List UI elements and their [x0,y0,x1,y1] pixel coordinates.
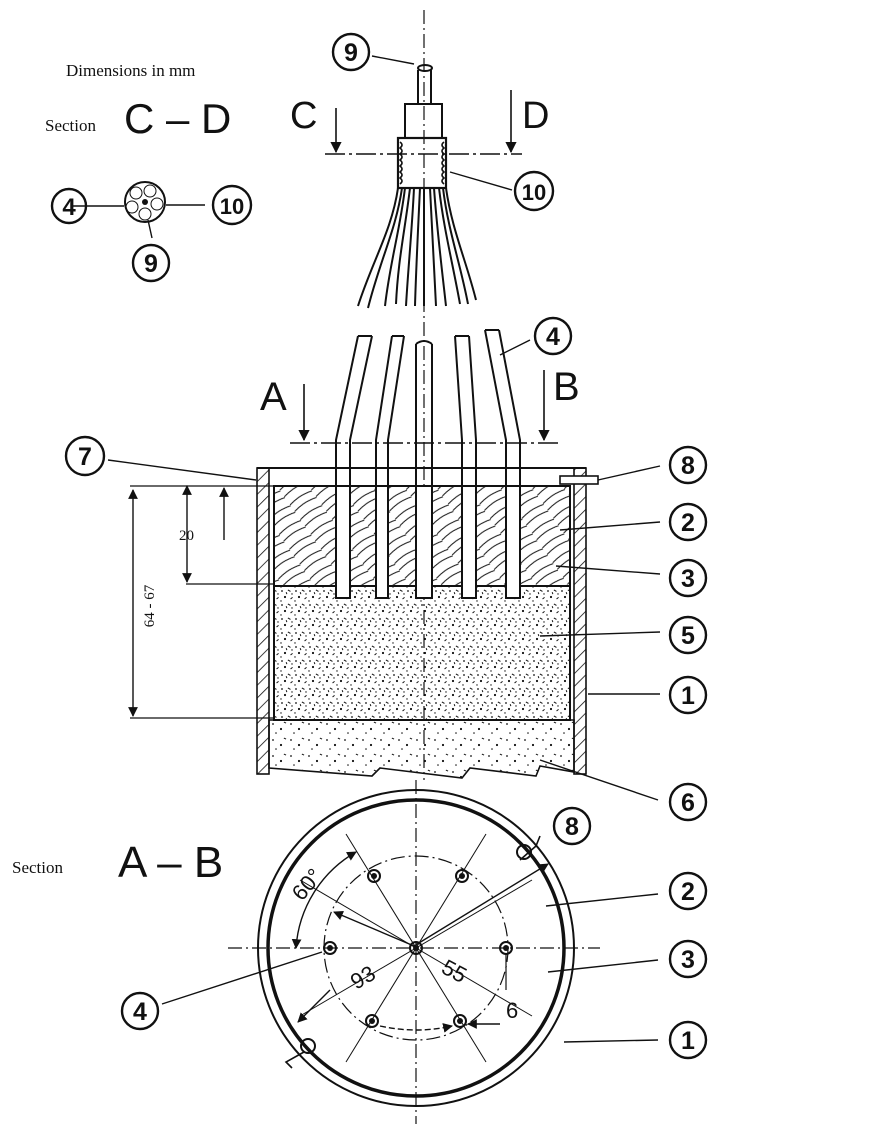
callout-9-top: 9 [331,32,371,72]
plan-view [228,780,600,1124]
letter-d: D [522,95,549,137]
dim-upper-depth: 20 [179,528,194,544]
callout-3-vessel: 3 [668,558,708,598]
callout-6: 6 [668,782,708,822]
callout-3-plan: 3 [668,939,708,979]
vessel-section [256,467,599,779]
svg-text:7: 7 [78,443,92,471]
svg-text:1: 1 [681,682,695,710]
callout-8-plan: 8 [552,806,592,846]
callout-10-cd: 10 [211,184,253,226]
dim-pitch-circle: 93 [346,960,380,994]
svg-text:9: 9 [344,39,358,67]
svg-text:4: 4 [62,194,76,221]
dim-small: 6 [506,998,518,1023]
callout-5: 5 [668,615,708,655]
section-ab-word: Section [12,858,63,877]
section-ab-label: A – B [118,838,223,887]
letter-c: C [290,95,317,137]
callout-1-vessel: 1 [668,675,708,715]
svg-text:9: 9 [144,250,158,278]
callout-10-top: 10 [513,170,555,212]
svg-text:10: 10 [522,180,546,205]
dimensions-note: Dimensions in mm [66,61,195,80]
svg-text:10: 10 [220,194,244,219]
svg-text:4: 4 [133,998,147,1026]
svg-text:8: 8 [565,813,579,841]
callout-4-cd: 4 [50,187,88,225]
dim-radius: 55 [438,954,471,988]
dim-angle: 60° [287,864,328,906]
callout-2-vessel: 2 [668,502,708,542]
callout-9-cd: 9 [131,243,171,283]
letter-a: A [260,375,287,419]
callout-4-rods: 4 [533,316,573,356]
section-cd-detail [72,181,205,239]
svg-text:3: 3 [681,565,695,593]
svg-text:8: 8 [681,452,695,480]
callout-8-vessel: 8 [668,445,708,485]
dim-total-depth: 64 - 67 [142,584,158,627]
svg-text:2: 2 [681,878,695,906]
callout-7: 7 [64,435,106,477]
callout-2-plan: 2 [668,871,708,911]
svg-text:6: 6 [681,789,695,817]
callout-4-plan: 4 [120,991,160,1031]
section-cd-label: C – D [124,95,231,142]
callout-1-plan: 1 [668,1020,708,1060]
section-cd-word: Section [45,116,96,135]
svg-text:3: 3 [681,946,695,974]
svg-text:2: 2 [681,509,695,537]
letter-b: B [553,365,580,409]
electrode-bundle-top [357,64,477,309]
svg-text:5: 5 [681,622,695,650]
svg-text:4: 4 [546,323,560,351]
svg-text:1: 1 [681,1027,695,1055]
